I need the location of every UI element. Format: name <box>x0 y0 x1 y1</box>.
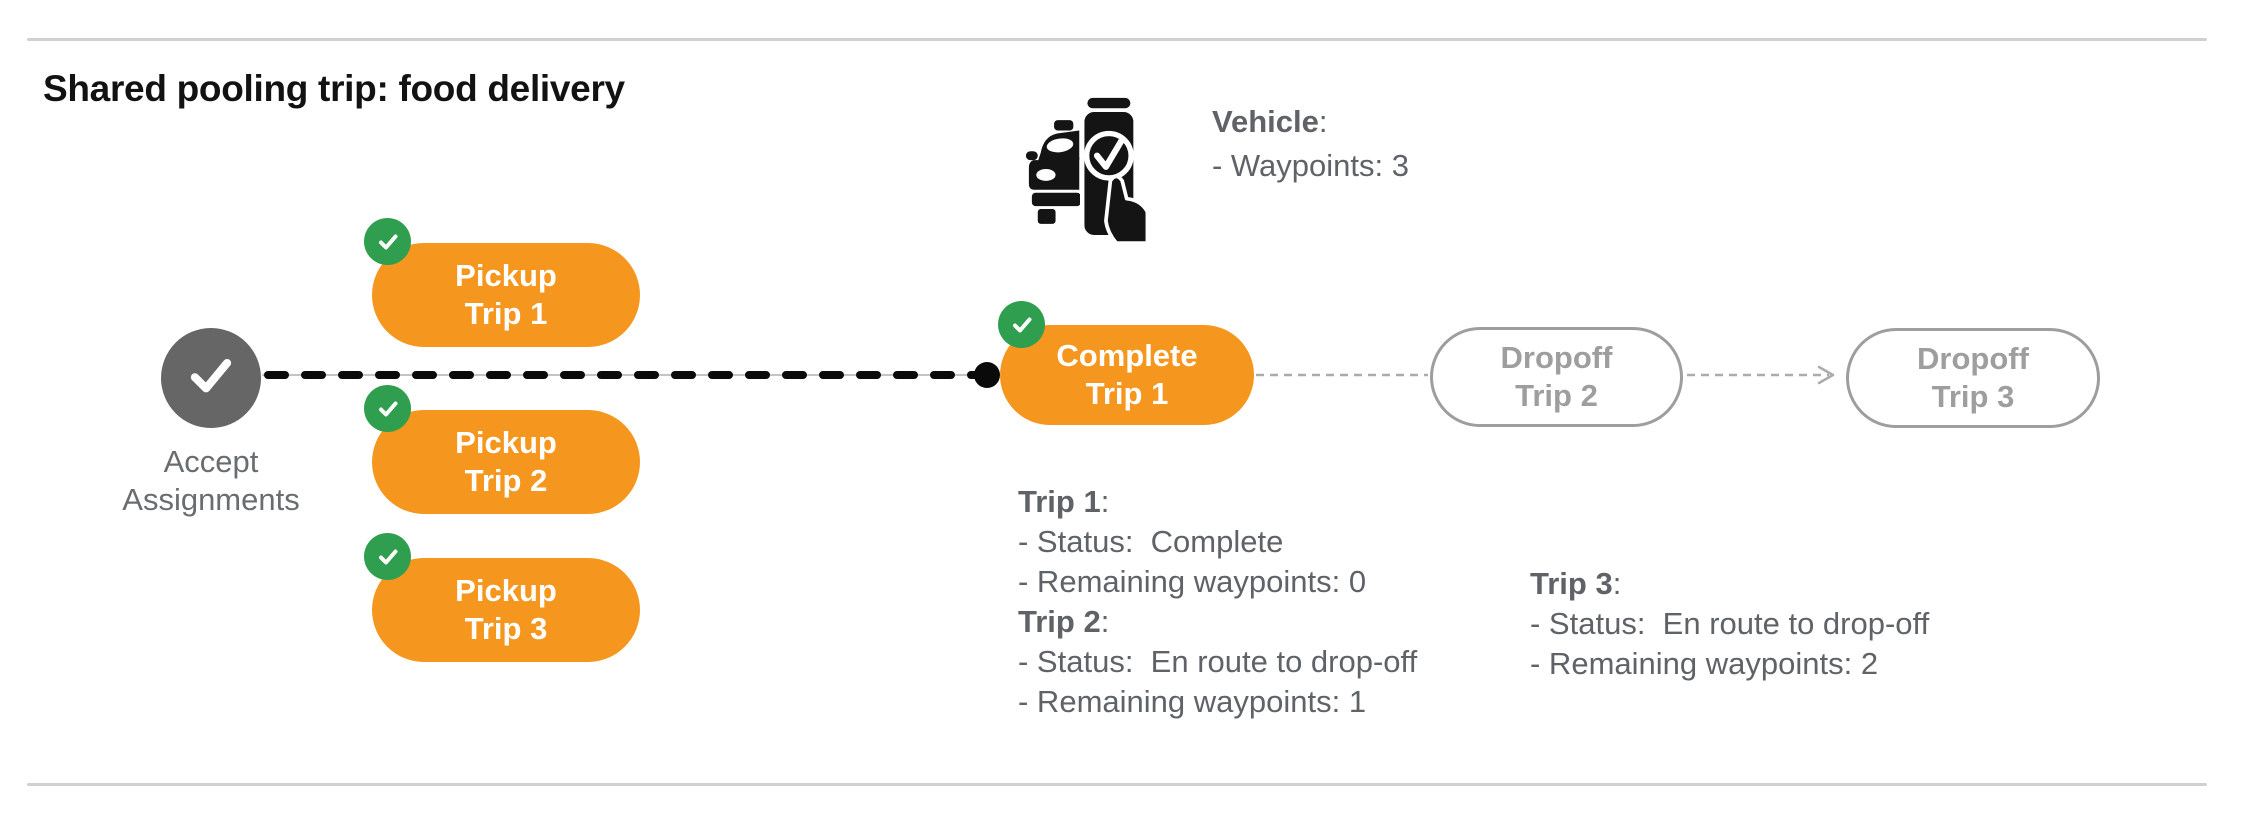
route-current-position-dot <box>974 362 1000 388</box>
vehicle-waypoints: - Waypoints: 3 <box>1212 148 1409 183</box>
trip-3-remaining: - Remaining waypoints: 2 <box>1530 646 1879 681</box>
trip-1-heading: Trip 1: <box>1018 484 1110 519</box>
check-icon <box>180 345 242 412</box>
accept-assignments-label: Accept Assignments <box>122 444 300 517</box>
node-pickup-trip-2: Pickup Trip 2 <box>364 385 640 514</box>
trip-1-remaining: - Remaining waypoints: 0 <box>1018 564 1367 599</box>
vehicle-label: Vehicle: <box>1212 104 1328 139</box>
trip-3-status: - Status: En route to drop-off <box>1530 606 1930 641</box>
node-dropoff-trip-3: Dropoff Trip 3 <box>1846 328 2100 428</box>
trip-3-heading: Trip 3: <box>1530 566 1622 601</box>
check-icon <box>364 533 411 580</box>
trip-2-heading: Trip 2: <box>1018 604 1110 639</box>
trip-details-block-1: Trip 1: - Status: Complete - Remaining w… <box>1018 482 1417 722</box>
check-icon <box>364 218 411 265</box>
bottom-divider <box>27 783 2207 786</box>
node-complete-trip-1: Complete Trip 1 <box>998 301 1254 425</box>
trip-1-status: - Status: Complete <box>1018 524 1284 559</box>
node-pickup-trip-1: Pickup Trip 1 <box>364 218 640 347</box>
node-pickup-trip-3: Pickup Trip 3 <box>364 533 640 662</box>
trip-2-remaining: - Remaining waypoints: 1 <box>1018 684 1367 719</box>
trip-2-status: - Status: En route to drop-off <box>1018 644 1418 679</box>
node-accept-assignments <box>161 328 261 428</box>
connector-dashed-arrow <box>1687 365 1835 385</box>
node-dropoff-trip-2: Dropoff Trip 2 <box>1430 327 1683 427</box>
connector-dashed <box>1256 373 1428 377</box>
page-title: Shared pooling trip: food delivery <box>43 68 625 109</box>
route-dashed-line <box>262 371 982 379</box>
check-icon <box>364 385 411 432</box>
top-divider <box>27 38 2207 41</box>
trip-details-block-2: Trip 3: - Status: En route to drop-off -… <box>1530 564 1929 684</box>
vehicle-info: Vehicle: - Waypoints: 3 <box>1212 100 1409 188</box>
check-icon <box>998 301 1045 348</box>
car-phone-check-icon <box>1025 92 1175 252</box>
